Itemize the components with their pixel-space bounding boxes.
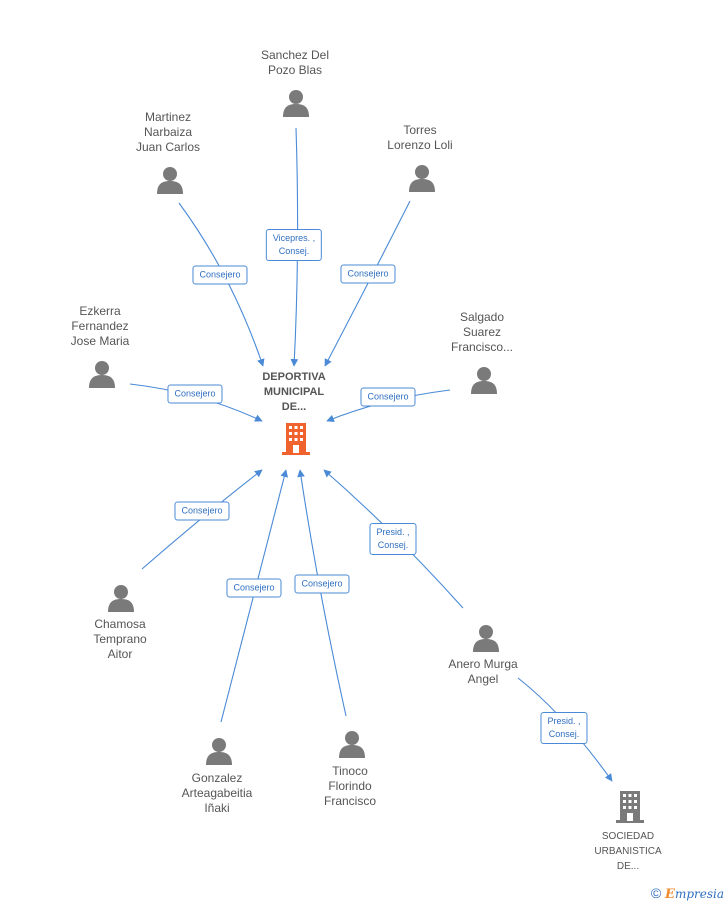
person-node-ezkerra[interactable]: Ezkerra Fernandez Jose Maria [71, 304, 130, 349]
person-name: Tinoco Florindo Francisco [323, 764, 377, 808]
edge-torres [324, 200, 411, 367]
edge-label-martinez: Consejero [192, 265, 248, 285]
edge-label-sociedad: Presid. , Consej. [540, 712, 588, 744]
edge-label-sanchez: Vicepres. , Consej. [265, 229, 323, 261]
person-node-salgado[interactable]: Salgado Suarez Francisco... [451, 310, 513, 355]
person-icon [206, 738, 232, 765]
person-icon [157, 167, 183, 194]
edge-label-anero: Presid. , Consej. [369, 523, 417, 555]
person-node-chamosa[interactable]: Chamosa Temprano Aitor [93, 617, 146, 662]
person-name: Chamosa Temprano Aitor [93, 617, 147, 661]
person-node-sanchez[interactable]: Sanchez Del Pozo Blas [261, 48, 329, 78]
person-name: Torres Lorenzo Loli [387, 123, 453, 152]
edge-label-gonzalez: Consejero [226, 578, 282, 598]
company-node-sociedad[interactable]: SOCIEDAD URBANISTICA DE... [594, 829, 661, 874]
person-icon [473, 625, 499, 652]
person-icon [89, 361, 115, 388]
edge-label-torres: Consejero [340, 264, 396, 284]
brand-footer: © Empresia [651, 885, 724, 902]
copyright-symbol: © [650, 885, 662, 901]
person-node-tinoco[interactable]: Tinoco Florindo Francisco [324, 764, 376, 809]
person-icon [108, 585, 134, 612]
brand-logo-letter: E [665, 887, 675, 902]
edge-label-ezkerra: Consejero [167, 384, 223, 404]
edge-label-salgado: Consejero [360, 387, 416, 407]
person-icon [471, 367, 497, 394]
person-name: Gonzalez Arteagabeitia Iñaki [181, 771, 253, 815]
company-name: SOCIEDAD URBANISTICA DE... [594, 831, 662, 872]
person-icon [283, 90, 309, 117]
person-node-martinez[interactable]: Martinez Narbaiza Juan Carlos [136, 110, 200, 155]
center-company-name: DEPORTIVA MUNICIPAL DE... [262, 371, 326, 413]
edge-label-tinoco: Consejero [294, 574, 350, 594]
person-name: Salgado Suarez Francisco... [450, 310, 514, 354]
person-node-anero[interactable]: Anero Murga Angel [448, 657, 517, 687]
person-node-gonzalez[interactable]: Gonzalez Arteagabeitia Iñaki [182, 771, 253, 816]
person-node-torres[interactable]: Torres Lorenzo Loli [387, 123, 452, 153]
person-name: Martinez Narbaiza Juan Carlos [135, 110, 201, 154]
building-icon [616, 791, 644, 823]
person-icon [409, 165, 435, 192]
person-icon [339, 731, 365, 758]
center-company-node[interactable]: DEPORTIVA MUNICIPAL DE... [262, 370, 325, 415]
building-icon [282, 423, 310, 455]
brand-logo-text: mpresia [674, 887, 724, 901]
person-name: Sanchez Del Pozo Blas [260, 48, 330, 77]
edge-label-chamosa: Consejero [174, 501, 230, 521]
person-name: Anero Murga Angel [448, 657, 518, 686]
person-name: Ezkerra Fernandez Jose Maria [70, 304, 130, 348]
edge-martinez [178, 202, 265, 367]
